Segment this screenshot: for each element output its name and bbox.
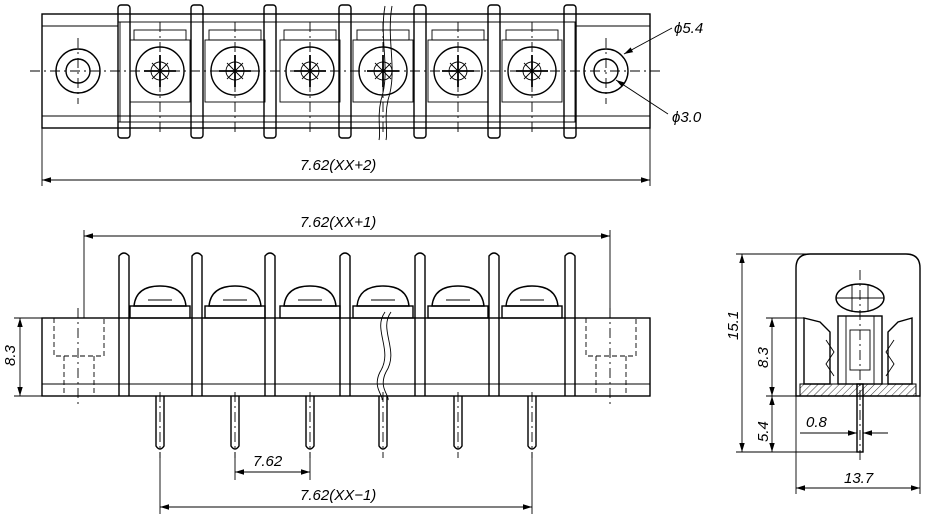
- front-barrier: [488, 252, 500, 396]
- dim-hole-outer: ϕ5.4: [674, 20, 703, 37]
- front-screw-dome: [279, 285, 341, 319]
- leader-hole-inner: [615, 79, 669, 115]
- dim-depth: 13.7: [844, 470, 874, 487]
- front-barrier: [564, 252, 576, 396]
- front-screw-dome: [204, 285, 266, 319]
- top-screw: [204, 22, 266, 134]
- front-pin: [155, 392, 165, 458]
- front-pin: [453, 392, 463, 458]
- front-barrier: [264, 252, 276, 396]
- top-barrier: [563, 4, 577, 139]
- front-barrier: [191, 252, 203, 396]
- top-screw: [129, 22, 191, 134]
- dim-pin-thickness: 0.8: [806, 414, 828, 431]
- front-screw-dome: [352, 285, 414, 319]
- dim-body-height: 8.3: [2, 344, 19, 366]
- front-screw-dome: [501, 285, 563, 319]
- dim-side-body-height: 8.3: [755, 346, 772, 368]
- top-barrier: [263, 4, 277, 139]
- dim-hole-inner: ϕ3.0: [672, 109, 702, 126]
- dim-overall-length: 7.62(XX+2): [300, 157, 376, 174]
- side-base: [799, 383, 917, 397]
- front-pin: [305, 392, 315, 458]
- front-pin: [230, 392, 240, 458]
- front-pin: [378, 392, 388, 458]
- top-screw: [352, 22, 414, 134]
- front-view: 7.62(XX+1) 8.3 7.62 7.62(XX−1): [2, 214, 651, 514]
- front-barrier: [414, 252, 426, 396]
- dim-barrier-span: 7.62(XX+1): [300, 214, 376, 231]
- top-barrier: [487, 4, 501, 139]
- front-body: [41, 317, 651, 397]
- top-screw: [501, 22, 563, 134]
- side-cover: [795, 253, 921, 397]
- top-view: ϕ5.4 ϕ3.0 7.62(XX+2): [30, 4, 703, 186]
- front-barrier: [339, 252, 351, 396]
- dim-pin-length: 5.4: [755, 421, 772, 442]
- dim-pitch: 7.62: [253, 453, 283, 470]
- leader-hole-outer: [623, 27, 673, 55]
- top-barrier: [190, 4, 204, 139]
- top-screw: [427, 22, 489, 134]
- top-barrier: [413, 4, 427, 139]
- front-pin: [527, 392, 537, 458]
- side-view: 15.1 8.3 5.4 0.8 13.7: [725, 253, 921, 494]
- dim-pin-span: 7.62(XX−1): [300, 487, 376, 504]
- front-screw-dome: [129, 285, 191, 319]
- top-screw: [279, 22, 341, 134]
- front-barrier: [118, 252, 130, 396]
- dim-total-height: 15.1: [725, 311, 742, 340]
- top-barrier: [338, 4, 352, 139]
- front-screw-dome: [427, 285, 489, 319]
